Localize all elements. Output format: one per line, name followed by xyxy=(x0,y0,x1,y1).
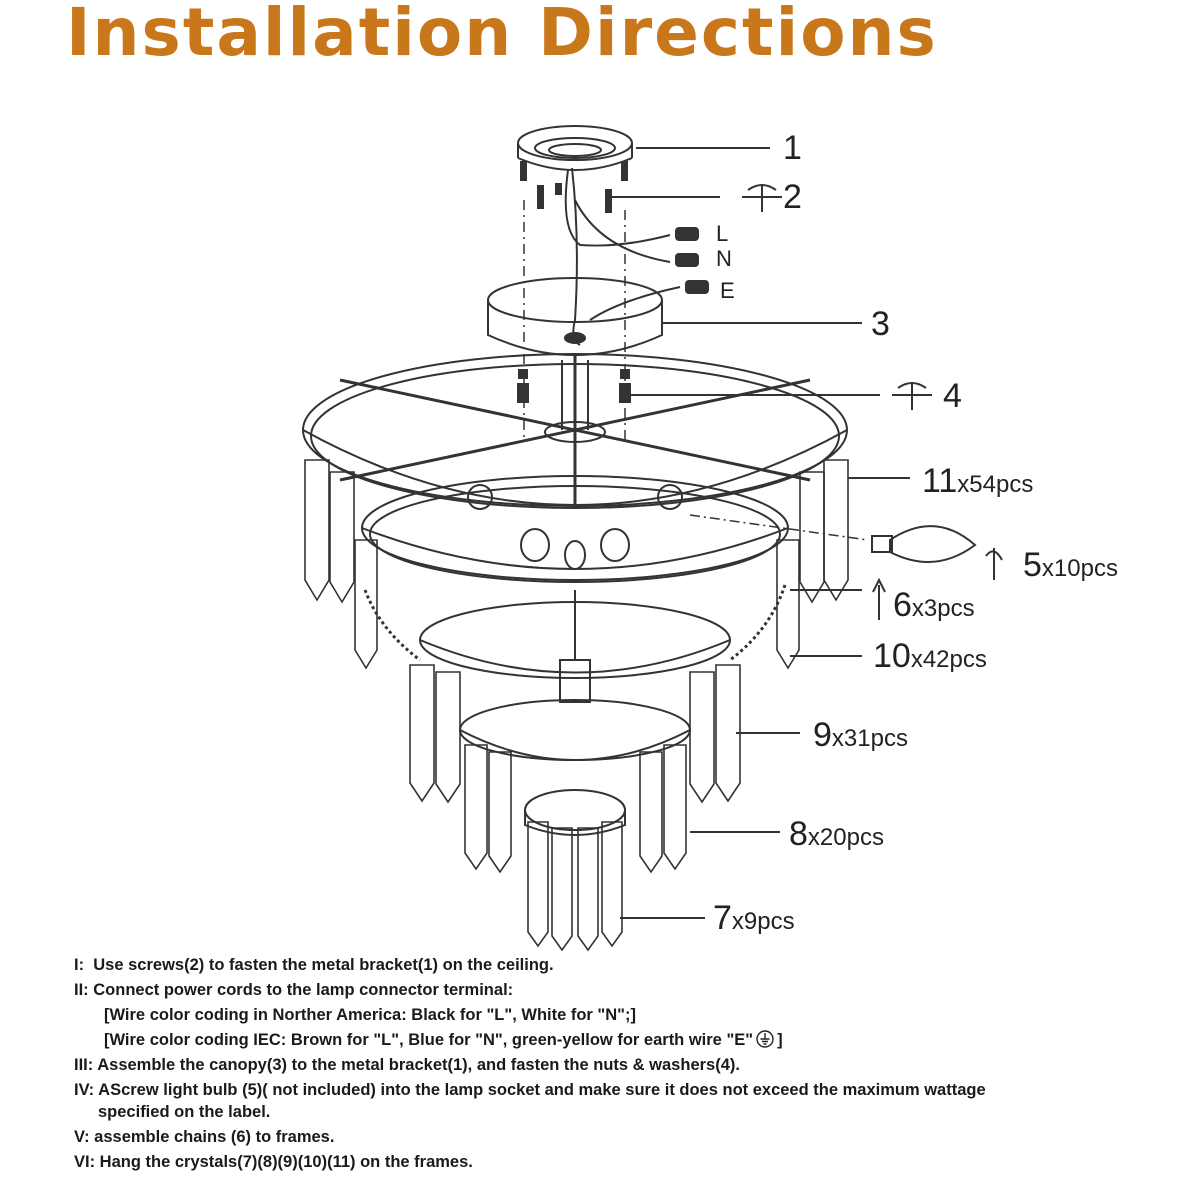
page-title: Installation Directions xyxy=(66,0,938,71)
ceiling-bracket xyxy=(517,125,633,181)
leader-lines xyxy=(612,147,910,919)
wire-label-e: E xyxy=(720,278,735,303)
instruction-step-2-na-coding: [Wire color coding in Norther America: B… xyxy=(104,1006,636,1024)
instruction-step-6: VI: Hang the crystals(7)(8)(9)(10)(11) o… xyxy=(74,1153,473,1171)
ring-tier-8 xyxy=(459,699,691,761)
callout-2: 2 xyxy=(783,178,802,216)
wire-label-l: L xyxy=(716,221,728,246)
callout-10: 10x42pcs xyxy=(873,637,987,675)
screw-rotate-icon xyxy=(985,548,1003,580)
instruction-step-2-iec-coding: [Wire color coding IEC: Brown for "L", B… xyxy=(104,1030,783,1049)
wire-connectors xyxy=(675,227,709,294)
callout-8: 8x20pcs xyxy=(789,815,884,853)
ring-tier-7 xyxy=(524,789,626,836)
callout-7: 7x9pcs xyxy=(713,899,795,937)
chandelier-exploded-diagram: L N E 1 2 3 4 11x54pcs 5x10pcs 6x3pcs 10… xyxy=(302,125,1118,952)
instruction-step-1: I: Use screws(2) to fasten the metal bra… xyxy=(74,956,554,974)
light-sockets xyxy=(467,484,683,570)
callout-3: 3 xyxy=(871,305,890,343)
ground-symbol-icon xyxy=(756,1030,774,1048)
up-arrow-icon xyxy=(872,577,886,620)
instruction-step-2: II: Connect power cords to the lamp conn… xyxy=(74,981,514,999)
callout-1: 1 xyxy=(783,129,802,167)
instructions-list: I: Use screws(2) to fasten the metal bra… xyxy=(74,954,1174,1176)
light-bulb xyxy=(871,525,977,563)
crystals xyxy=(304,459,849,952)
chains xyxy=(363,584,787,662)
instruction-step-4: IV: AScrew light bulb (5)( not included)… xyxy=(74,1081,986,1099)
callout-6: 6x3pcs xyxy=(893,586,975,624)
ring-tier-9 xyxy=(419,590,731,703)
instruction-step-5: V: assemble chains (6) to frames. xyxy=(74,1128,335,1146)
screws xyxy=(537,183,612,213)
instruction-step-4-continued: specified on the label. xyxy=(98,1103,271,1121)
callout-4: 4 xyxy=(943,377,962,415)
ring-tier-11 xyxy=(302,353,848,509)
callout-5: 5x10pcs xyxy=(1023,546,1118,584)
callout-9: 9x31pcs xyxy=(813,716,908,754)
nuts-washers xyxy=(517,369,631,403)
callout-11: 11x54pcs xyxy=(922,462,1033,500)
screw-rotate-icon xyxy=(742,184,782,212)
instruction-step-3: III: Assemble the canopy(3) to the metal… xyxy=(74,1056,740,1074)
wire-label-n: N xyxy=(716,246,732,271)
screw-rotate-icon xyxy=(892,382,932,410)
